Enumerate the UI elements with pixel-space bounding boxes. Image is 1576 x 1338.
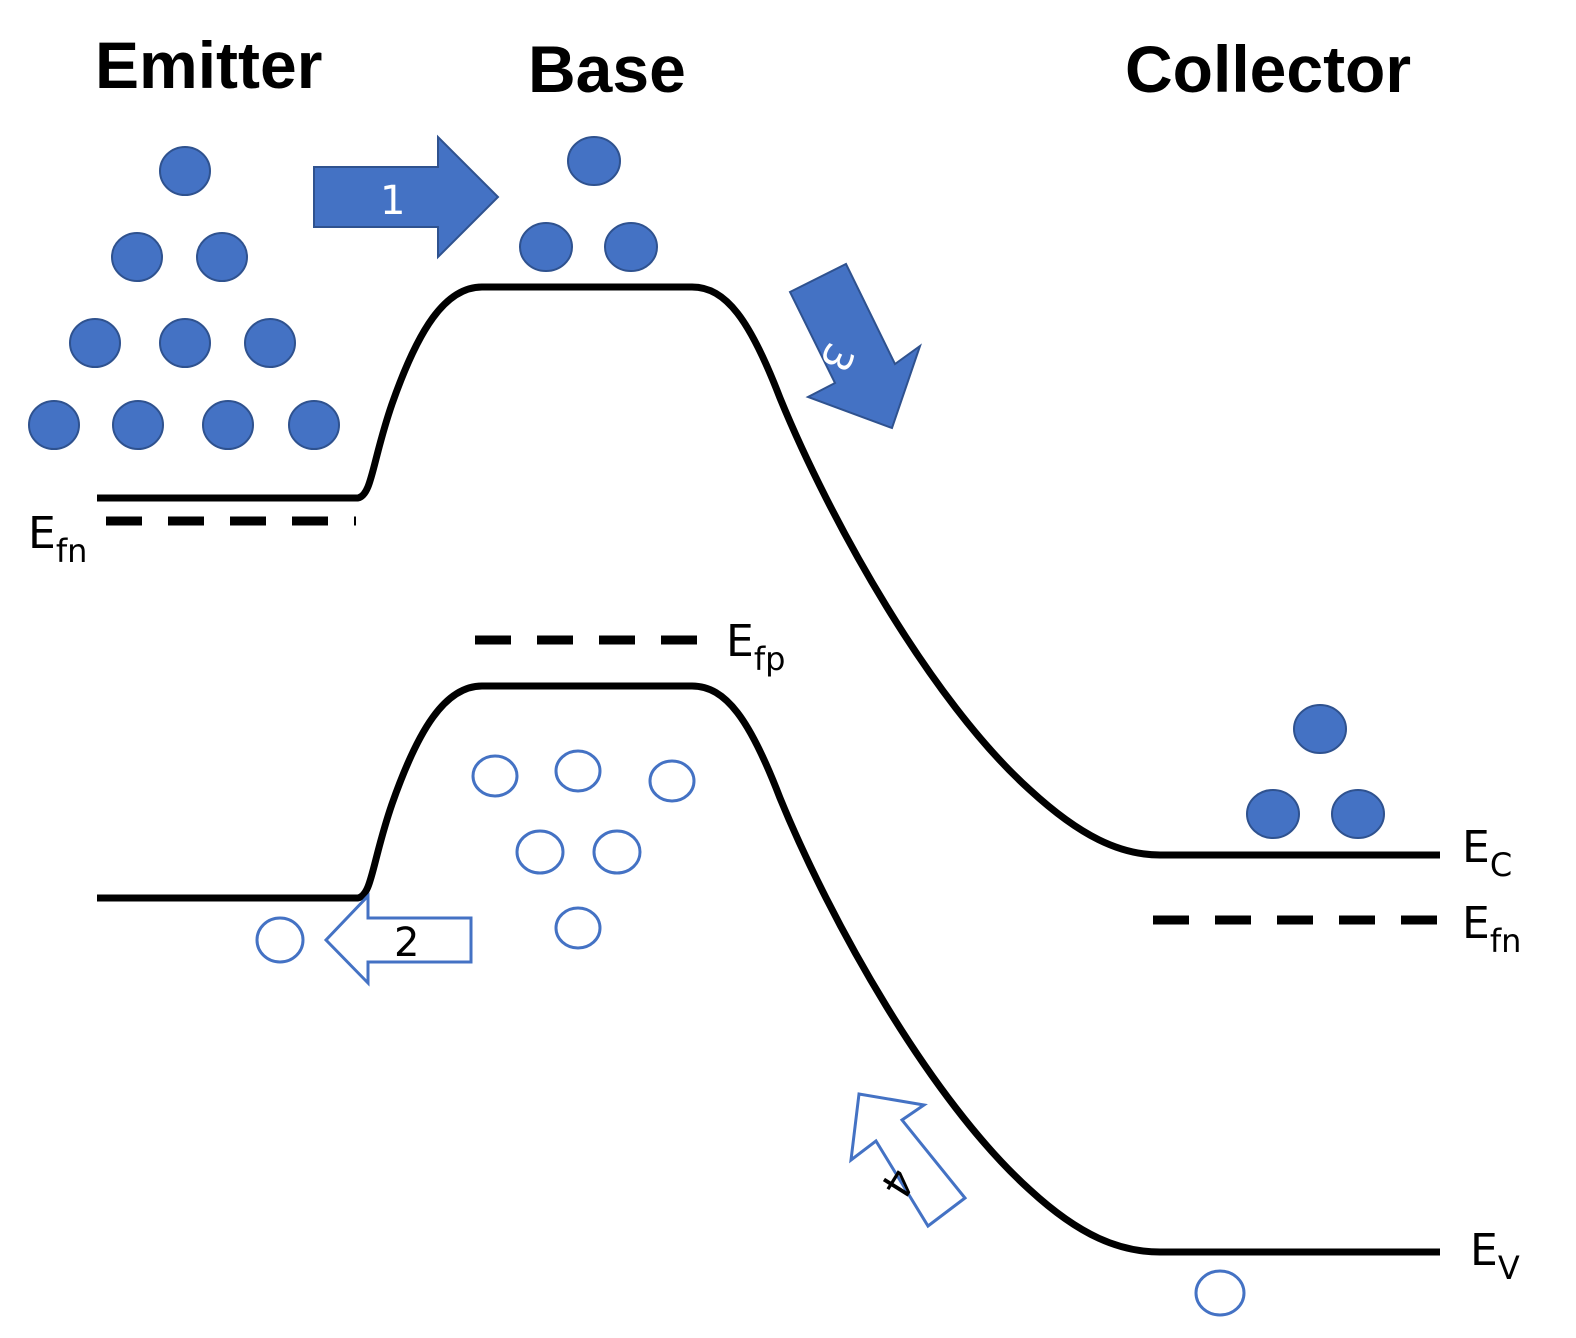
- electron: [567, 136, 621, 186]
- electron: [1293, 704, 1347, 754]
- electron: [69, 318, 121, 368]
- electron: [159, 318, 211, 368]
- emitter-hole: [255, 916, 305, 964]
- arrow-4-hole-flow: 4: [849, 1092, 968, 1229]
- collector-title: Collector: [1125, 32, 1411, 106]
- base-holes: [471, 749, 696, 950]
- arrow-1-electron-injection: 1: [313, 134, 500, 260]
- electron: [202, 400, 254, 450]
- hole: [592, 829, 642, 875]
- electron: [604, 222, 658, 272]
- conduction-band-line: [97, 283, 1440, 859]
- arrow-2-label: 2: [394, 920, 419, 966]
- valence-band-label: EV: [1470, 1225, 1520, 1287]
- hole: [471, 754, 519, 798]
- collector-hole: [1194, 1269, 1246, 1317]
- base-fermi-label: Efp: [726, 616, 785, 678]
- hole: [554, 906, 602, 950]
- electron: [112, 400, 164, 450]
- electron: [1331, 789, 1385, 839]
- electron: [519, 222, 573, 272]
- arrow-1-label: 1: [380, 178, 405, 224]
- electron: [159, 146, 211, 196]
- electron: [244, 318, 296, 368]
- hole: [515, 829, 565, 875]
- emitter-title: Emitter: [95, 28, 322, 102]
- collector-electrons: [1246, 704, 1385, 839]
- conduction-band-label: EC: [1462, 822, 1512, 884]
- hole: [554, 749, 602, 793]
- electron: [196, 232, 248, 282]
- electron: [288, 400, 340, 450]
- electron: [28, 400, 80, 450]
- base-title: Base: [528, 32, 686, 106]
- collector-fermi-label: Efn: [1462, 898, 1521, 960]
- electron: [111, 232, 163, 282]
- emitter-fermi-label: Efn: [28, 508, 87, 570]
- base-electrons: [519, 136, 658, 272]
- hole: [648, 759, 696, 803]
- valence-band-line: [97, 682, 1440, 1256]
- electron: [1246, 789, 1300, 839]
- arrow-3-electron-collection: 3: [788, 262, 922, 430]
- arrow-2-hole-injection: 2: [323, 892, 473, 987]
- emitter-electrons: [28, 146, 340, 450]
